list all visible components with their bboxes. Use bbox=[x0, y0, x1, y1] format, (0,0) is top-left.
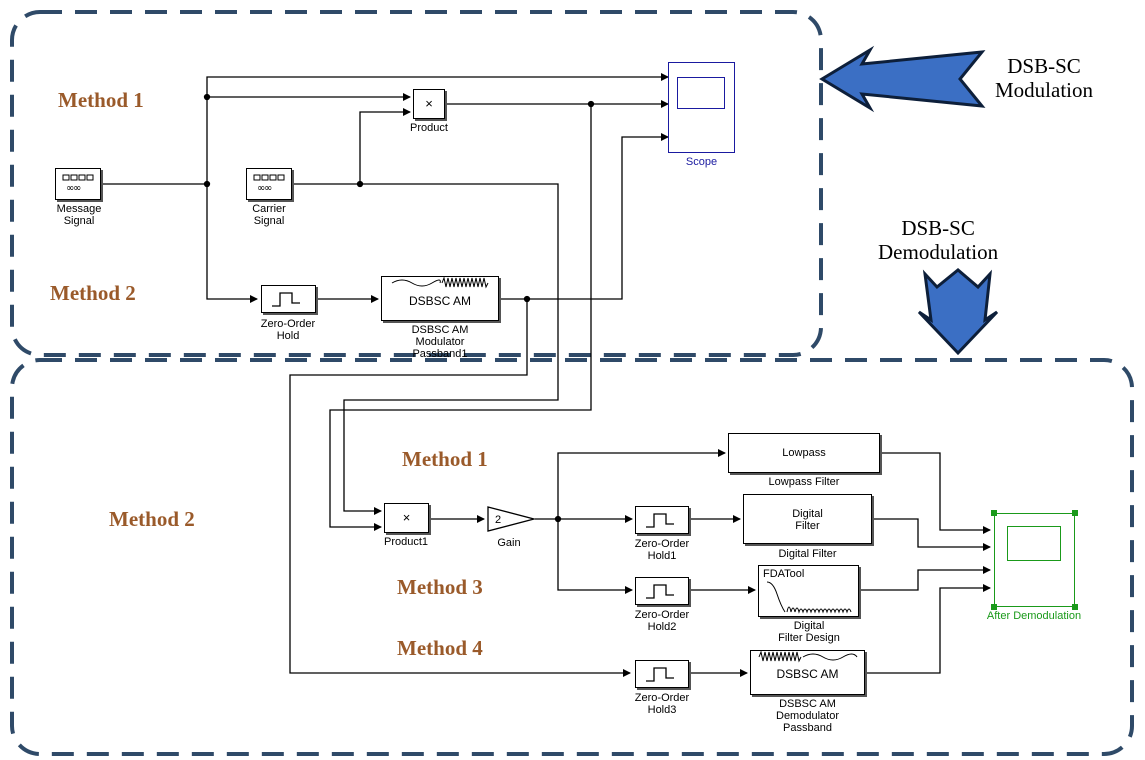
after-demodulation-label: After Demodulation bbox=[986, 610, 1082, 622]
product-block[interactable]: × bbox=[413, 89, 445, 119]
dsbsc-demodulator-label: DSBSC AM Demodulator Passband bbox=[776, 698, 839, 734]
svg-text:∞: ∞ bbox=[264, 183, 272, 194]
carrier-signal-label: Carrier Signal bbox=[252, 203, 286, 227]
zero-order-hold1-label: Zero-Order Hold1 bbox=[634, 538, 690, 562]
demod-method-3-label: Method 3 bbox=[397, 575, 483, 599]
zero-order-hold3-label: Zero-Order Hold3 bbox=[634, 692, 690, 716]
dsbsc-modulator-label: DSBSC AM Modulator Passband1 bbox=[411, 324, 469, 360]
zero-order-hold-label: Zero-Order Hold bbox=[260, 318, 316, 342]
zero-order-hold2-block[interactable] bbox=[635, 577, 689, 605]
demod-method-1-label: Method 1 bbox=[402, 447, 488, 471]
demod-method-4-label: Method 4 bbox=[397, 636, 483, 660]
dsbsc-modulator-inner-text: DSBSC AM bbox=[408, 294, 471, 308]
fdatool-label: Digital Filter Design bbox=[778, 620, 840, 644]
scope-screen-icon bbox=[1007, 526, 1061, 561]
zero-order-hold2-label: Zero-Order Hold2 bbox=[634, 609, 690, 633]
mod-method-2-label: Method 2 bbox=[50, 281, 136, 305]
mod-method-1-label: Method 1 bbox=[58, 88, 144, 112]
demodulation-arrow bbox=[917, 268, 999, 356]
zero-order-hold-block[interactable] bbox=[261, 285, 316, 313]
product1-block[interactable]: × bbox=[384, 503, 429, 533]
demodulated-wave-icon bbox=[758, 651, 858, 663]
multiply-icon: × bbox=[402, 510, 411, 525]
carrier-signal-block[interactable]: ∞ ∞ bbox=[246, 168, 292, 200]
scope-label: Scope bbox=[685, 156, 718, 168]
scope-screen-icon bbox=[677, 77, 725, 109]
product-label: Product bbox=[410, 122, 448, 134]
gain-label: Gain bbox=[497, 537, 521, 549]
demodulation-heading: DSB-SC Demodulation bbox=[878, 216, 999, 264]
svg-text:∞: ∞ bbox=[66, 183, 74, 194]
gain-value: 2 bbox=[495, 514, 501, 526]
modulated-wave-icon bbox=[391, 277, 489, 289]
lowpass-inner-text: Lowpass bbox=[782, 447, 826, 459]
message-signal-block[interactable]: ∞ ∞ bbox=[55, 168, 101, 200]
product1-label: Product1 bbox=[383, 536, 429, 548]
resize-handle-icon[interactable] bbox=[991, 604, 997, 610]
signal-source-icon: ∞ ∞ bbox=[253, 174, 285, 194]
modulation-region bbox=[10, 10, 823, 357]
digital-filter-inner-text: Digital Filter bbox=[792, 508, 823, 532]
fdatool-inner-text: FDATool bbox=[763, 568, 805, 580]
gain-block[interactable]: 2 bbox=[487, 506, 537, 532]
scope-block[interactable] bbox=[668, 62, 735, 153]
signal-source-icon: ∞ ∞ bbox=[62, 174, 94, 194]
svg-text:∞: ∞ bbox=[73, 183, 81, 194]
multiply-icon: × bbox=[425, 96, 433, 111]
zero-order-hold1-block[interactable] bbox=[635, 506, 689, 534]
demod-method-2-label: Method 2 bbox=[109, 507, 195, 531]
resize-handle-icon[interactable] bbox=[1072, 604, 1078, 610]
lowpass-filter-block[interactable]: Lowpass bbox=[728, 433, 880, 473]
lowpass-filter-label: Lowpass Filter bbox=[768, 476, 840, 488]
step-icon bbox=[646, 584, 674, 599]
resize-handle-icon[interactable] bbox=[1072, 510, 1078, 516]
demodulation-region bbox=[10, 358, 1134, 756]
dsbsc-demodulator-block[interactable]: DSBSC AM bbox=[750, 650, 865, 695]
step-icon bbox=[646, 513, 674, 528]
zero-order-hold3-block[interactable] bbox=[635, 660, 689, 688]
step-icon bbox=[272, 292, 300, 307]
filter-response-icon bbox=[766, 581, 852, 614]
modulation-heading: DSB-SC Modulation bbox=[995, 54, 1093, 102]
fdatool-block[interactable]: FDATool bbox=[758, 565, 859, 617]
modulation-arrow bbox=[819, 45, 986, 113]
message-signal-label: Message Signal bbox=[56, 203, 102, 227]
step-icon bbox=[646, 667, 674, 682]
after-demodulation-scope-block[interactable] bbox=[991, 510, 1078, 610]
svg-text:∞: ∞ bbox=[257, 183, 265, 194]
digital-filter-label: Digital Filter bbox=[778, 548, 837, 560]
dsbsc-demodulator-inner-text: DSBSC AM bbox=[776, 667, 839, 681]
digital-filter-block[interactable]: Digital Filter bbox=[743, 494, 872, 544]
resize-handle-icon[interactable] bbox=[991, 510, 997, 516]
dsbsc-modulator-block[interactable]: DSBSC AM bbox=[381, 276, 499, 321]
